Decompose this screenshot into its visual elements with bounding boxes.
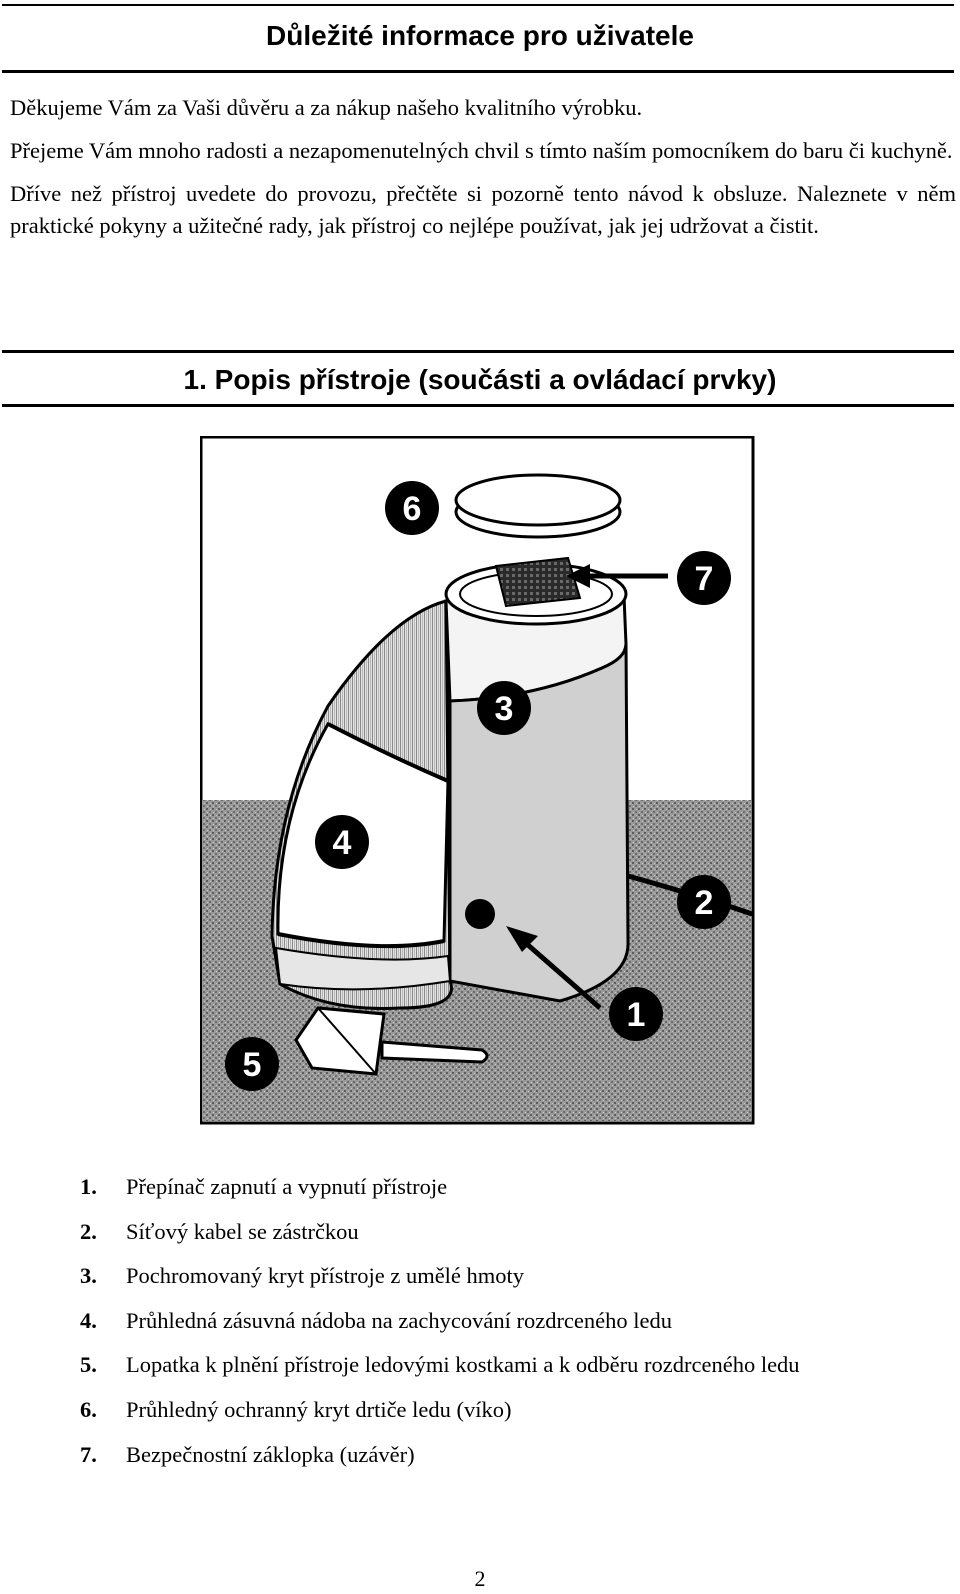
device-lid-top bbox=[454, 473, 622, 527]
parts-list-item: 5. Lopatka k plnění přístroje ledovými ko… bbox=[80, 1350, 800, 1395]
callout-6: 6 bbox=[385, 481, 439, 535]
callout-2: 2 bbox=[677, 875, 731, 929]
scoop-handle bbox=[380, 1040, 489, 1064]
parts-list: 1. Přepínač zapnutí a vypnutí přístroje 2… bbox=[80, 1172, 800, 1484]
part-number: 1. bbox=[80, 1174, 97, 1199]
callout-7-label: 7 bbox=[695, 560, 714, 598]
power-switch bbox=[465, 899, 495, 929]
part-description: Bezpečnostní záklopka (uzávěr) bbox=[126, 1441, 415, 1467]
section-top-rule bbox=[2, 350, 954, 353]
part-description: Síťový kabel se zástrčkou bbox=[126, 1218, 359, 1244]
part-description: Průhledný ochranný kryt drtiče ledu (vík… bbox=[126, 1396, 512, 1422]
drawer-bottom-edge bbox=[277, 932, 445, 949]
callout-2-label: 2 bbox=[695, 884, 714, 922]
scoop-head-inner bbox=[317, 1007, 377, 1075]
part-description: Pochromovaný kryt přístroje z umělé hmot… bbox=[126, 1263, 525, 1289]
part-description: Přepínač zapnutí a vypnutí přístroje bbox=[126, 1174, 448, 1199]
callout-4: 4 bbox=[315, 815, 369, 869]
parts-list-item: 4. Průhledná zásuvná nádoba na zachycován… bbox=[80, 1306, 800, 1351]
intro-text: Děkujeme Vám za Vaši důvěru a za nákup n… bbox=[10, 92, 956, 253]
intro-paragraph-wishes: Přejeme Vám mnoho radosti a nezapomenute… bbox=[10, 138, 953, 163]
part-number: 6. bbox=[80, 1396, 97, 1422]
safety-flap bbox=[494, 556, 582, 608]
part-description: Průhledná zásuvná nádoba na zachycování … bbox=[126, 1307, 673, 1333]
part-description: Lopatka k plnění přístroje ledovými kost… bbox=[126, 1352, 800, 1378]
callout-5-label: 5 bbox=[243, 1046, 262, 1084]
callout-6-label: 6 bbox=[403, 490, 422, 528]
parts-list-item: 7. Bezpečnostní záklopka (uzávěr) bbox=[80, 1440, 800, 1485]
title-underline bbox=[2, 70, 954, 73]
callout-1: 1 bbox=[609, 987, 663, 1041]
arrow-head-7 bbox=[566, 564, 590, 588]
top-rule bbox=[2, 4, 954, 6]
callout-1-label: 1 bbox=[627, 996, 646, 1034]
section-title: 1. Popis přístroje (součásti a ovládací … bbox=[183, 364, 777, 395]
callout-7: 7 bbox=[677, 551, 731, 605]
page-number: 2 bbox=[474, 1566, 486, 1591]
parts-list-item: 1. Přepínač zapnutí a vypnutí přístroje bbox=[80, 1172, 800, 1217]
parts-list-item: 2. Síťový kabel se zástrčkou bbox=[80, 1217, 800, 1262]
part-number: 7. bbox=[80, 1441, 97, 1467]
part-number: 2. bbox=[80, 1218, 97, 1244]
section-bottom-rule bbox=[2, 404, 954, 407]
intro-paragraph-thanks: Děkujeme Vám za Vaši důvěru a za nákup n… bbox=[10, 95, 643, 120]
callout-3: 3 bbox=[477, 681, 531, 735]
callout-4-label: 4 bbox=[333, 824, 352, 862]
page-title: Důležité informace pro uživatele bbox=[266, 20, 694, 51]
intro-paragraph-instructions: Dříve než přístroj uvedete do provozu, p… bbox=[10, 181, 956, 238]
drawer-base-band bbox=[274, 946, 452, 991]
part-number: 5. bbox=[80, 1352, 97, 1378]
device-illustration-svg: 6 7 3 4 2 1 5 bbox=[200, 436, 755, 1125]
arrow-line-1 bbox=[518, 936, 602, 1010]
part-number: 4. bbox=[80, 1307, 97, 1333]
part-number: 3. bbox=[80, 1263, 97, 1289]
callout-3-label: 3 bbox=[495, 690, 514, 728]
device-illustration: 6 7 3 4 2 1 5 bbox=[200, 436, 764, 1140]
drawer-front-line bbox=[327, 722, 449, 783]
parts-list-item: 3. Pochromovaný kryt přístroje z umělé hm… bbox=[80, 1261, 800, 1306]
parts-list-item: 6. Průhledný ochranný kryt drtiče ledu (v… bbox=[80, 1395, 800, 1440]
callout-5: 5 bbox=[225, 1037, 279, 1091]
arrow-head-1 bbox=[506, 926, 538, 952]
